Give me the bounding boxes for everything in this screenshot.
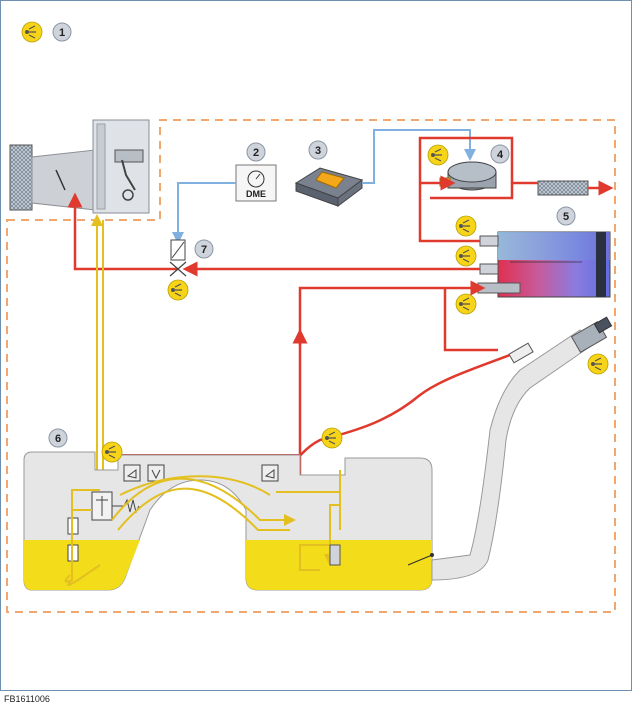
emission-icon xyxy=(427,144,449,166)
vapor-line-module xyxy=(418,136,538,185)
emission-icon xyxy=(455,293,477,315)
intake-duct xyxy=(31,149,96,211)
leak-diagnosis-module-icon xyxy=(439,161,497,191)
callout-7: 7 xyxy=(201,244,207,256)
callout-5: 5 xyxy=(563,211,569,223)
internal-fuel-lines xyxy=(64,470,341,586)
tank-vent-valve-icon xyxy=(169,239,187,277)
fresh-air-filter-icon xyxy=(537,180,589,196)
callout-2: 2 xyxy=(253,147,259,159)
dme-label: DME xyxy=(246,189,266,199)
filler-neck-icon xyxy=(407,316,613,581)
pump-module-icon xyxy=(329,544,341,566)
air-filter-icon xyxy=(9,144,33,211)
carbon-canister-icon xyxy=(477,231,611,298)
callout-3: 3 xyxy=(315,145,321,157)
callout-1: 1 xyxy=(59,27,65,39)
signal-line-dme xyxy=(172,182,236,244)
callout-4: 4 xyxy=(497,149,504,161)
callout-6: 6 xyxy=(55,433,61,445)
emission-icon xyxy=(455,245,477,267)
system-boundary xyxy=(6,119,616,613)
callout-1-badge xyxy=(52,22,72,42)
emission-icon xyxy=(455,215,477,237)
control-unit-icon xyxy=(294,167,364,207)
emission-icon xyxy=(587,353,609,375)
figure-code: FB1611006 xyxy=(4,694,50,704)
emission-icon xyxy=(101,441,123,463)
fuel-tank-icon xyxy=(23,451,433,591)
emission-icon xyxy=(21,21,43,43)
emission-icon xyxy=(321,427,343,449)
tank-vent-line xyxy=(298,280,486,475)
emission-icon xyxy=(167,279,189,301)
filler-vent-line xyxy=(284,353,511,476)
